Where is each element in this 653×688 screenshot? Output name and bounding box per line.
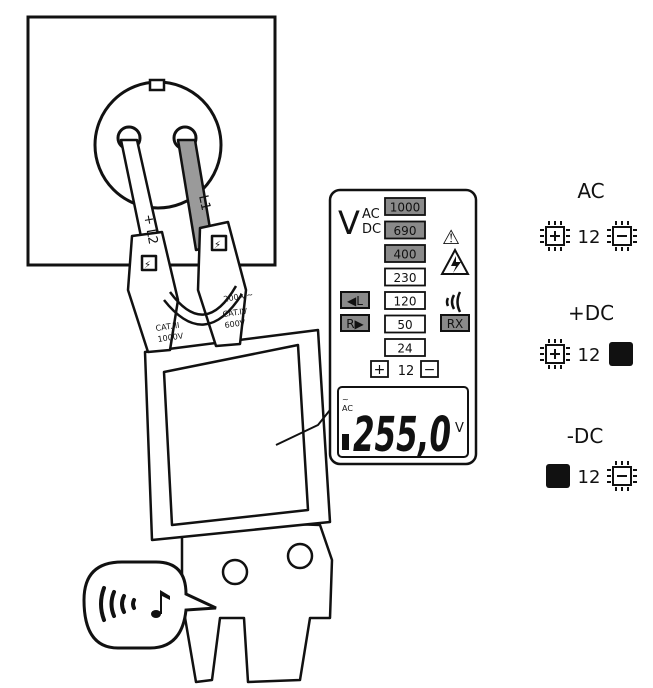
panel-polarity-value: 12 <box>398 364 415 379</box>
legend-plus-dc-title: +DC <box>568 301 614 325</box>
probe-l2-label: + L2 <box>140 213 160 246</box>
rating-left-2: 1000V <box>157 331 184 344</box>
rotation-right-label: R▶ <box>346 317 364 331</box>
probe-head-right <box>196 220 248 348</box>
ac-label: AC <box>362 207 380 222</box>
voltage-level-label: 24 <box>397 342 412 356</box>
lightning-icon: ⚡ <box>144 260 151 271</box>
rotation-left-label: ◀L <box>347 294 363 308</box>
voltage-level-box <box>384 314 426 334</box>
polarity-legend: AC 12 +DC 12 -DC 12 <box>539 179 638 492</box>
rating-left-1: CAT.III <box>155 321 180 333</box>
panel-plus-indicator <box>370 360 389 378</box>
dc-label: DC <box>362 222 381 237</box>
unit-letter: V <box>338 204 360 242</box>
rating-right-2: 600V <box>224 318 246 330</box>
panel-plus-symbol: + <box>374 362 386 378</box>
rx-indicator <box>440 314 470 332</box>
voltage-level-box <box>384 338 426 357</box>
lcd-mode-label: AC <box>342 404 353 413</box>
callout-line <box>275 409 331 446</box>
sound-callout <box>82 560 217 650</box>
rx-label: RX <box>447 317 464 331</box>
lcd-reading: 255,0 <box>353 407 451 463</box>
voltage-level-box <box>384 267 426 287</box>
voltage-level-box <box>384 197 426 216</box>
panel-minus-indicator <box>420 360 439 378</box>
voltage-level-label: 230 <box>394 271 417 285</box>
music-note-icon <box>151 590 170 618</box>
sound-waves-icon <box>99 586 136 622</box>
caution-triangle-icon: ⚠ <box>442 225 460 249</box>
voltage-level-box <box>384 244 426 263</box>
solid-plus-indicator <box>546 464 570 488</box>
legend-plus-dc-value: 12 <box>578 345 601 366</box>
lightning-icon-right: ⚡ <box>214 240 221 251</box>
voltage-level-label: 690 <box>394 224 417 238</box>
panel-minus-symbol: − <box>424 362 436 378</box>
legend-ac-value: 12 <box>578 227 601 248</box>
battery-icon <box>342 434 349 450</box>
rotation-left-indicator <box>340 291 370 309</box>
solid-minus-indicator <box>609 342 633 366</box>
lcd-unit: V <box>455 421 464 436</box>
beeper-icon <box>445 291 462 313</box>
legend-minus-dc-title: -DC <box>567 424 604 448</box>
voltage-tester <box>119 138 334 684</box>
voltage-level-label: 120 <box>394 295 417 309</box>
legend-ac-title: AC <box>577 179 604 203</box>
probe-head-left <box>126 230 180 354</box>
rating-right-1: CAT.IV <box>222 307 248 319</box>
voltage-level-box <box>384 291 426 310</box>
lcd-screen <box>337 386 469 458</box>
voltage-level-label: 400 <box>394 248 417 262</box>
probe-l1-label: L1 <box>195 194 213 212</box>
lcd-tilde: ~ <box>342 395 349 404</box>
legend-minus-dc-value: 12 <box>578 467 601 488</box>
rotation-right-indicator <box>340 314 370 332</box>
voltage-level-label: 50 <box>397 318 412 332</box>
voltage-level-label: 1000 <box>390 201 421 215</box>
voltage-level-list: 1000 690 400 230 120 50 24 <box>384 197 426 357</box>
voltage-level-box <box>384 220 426 240</box>
hazard-triangle-icon <box>440 247 470 275</box>
